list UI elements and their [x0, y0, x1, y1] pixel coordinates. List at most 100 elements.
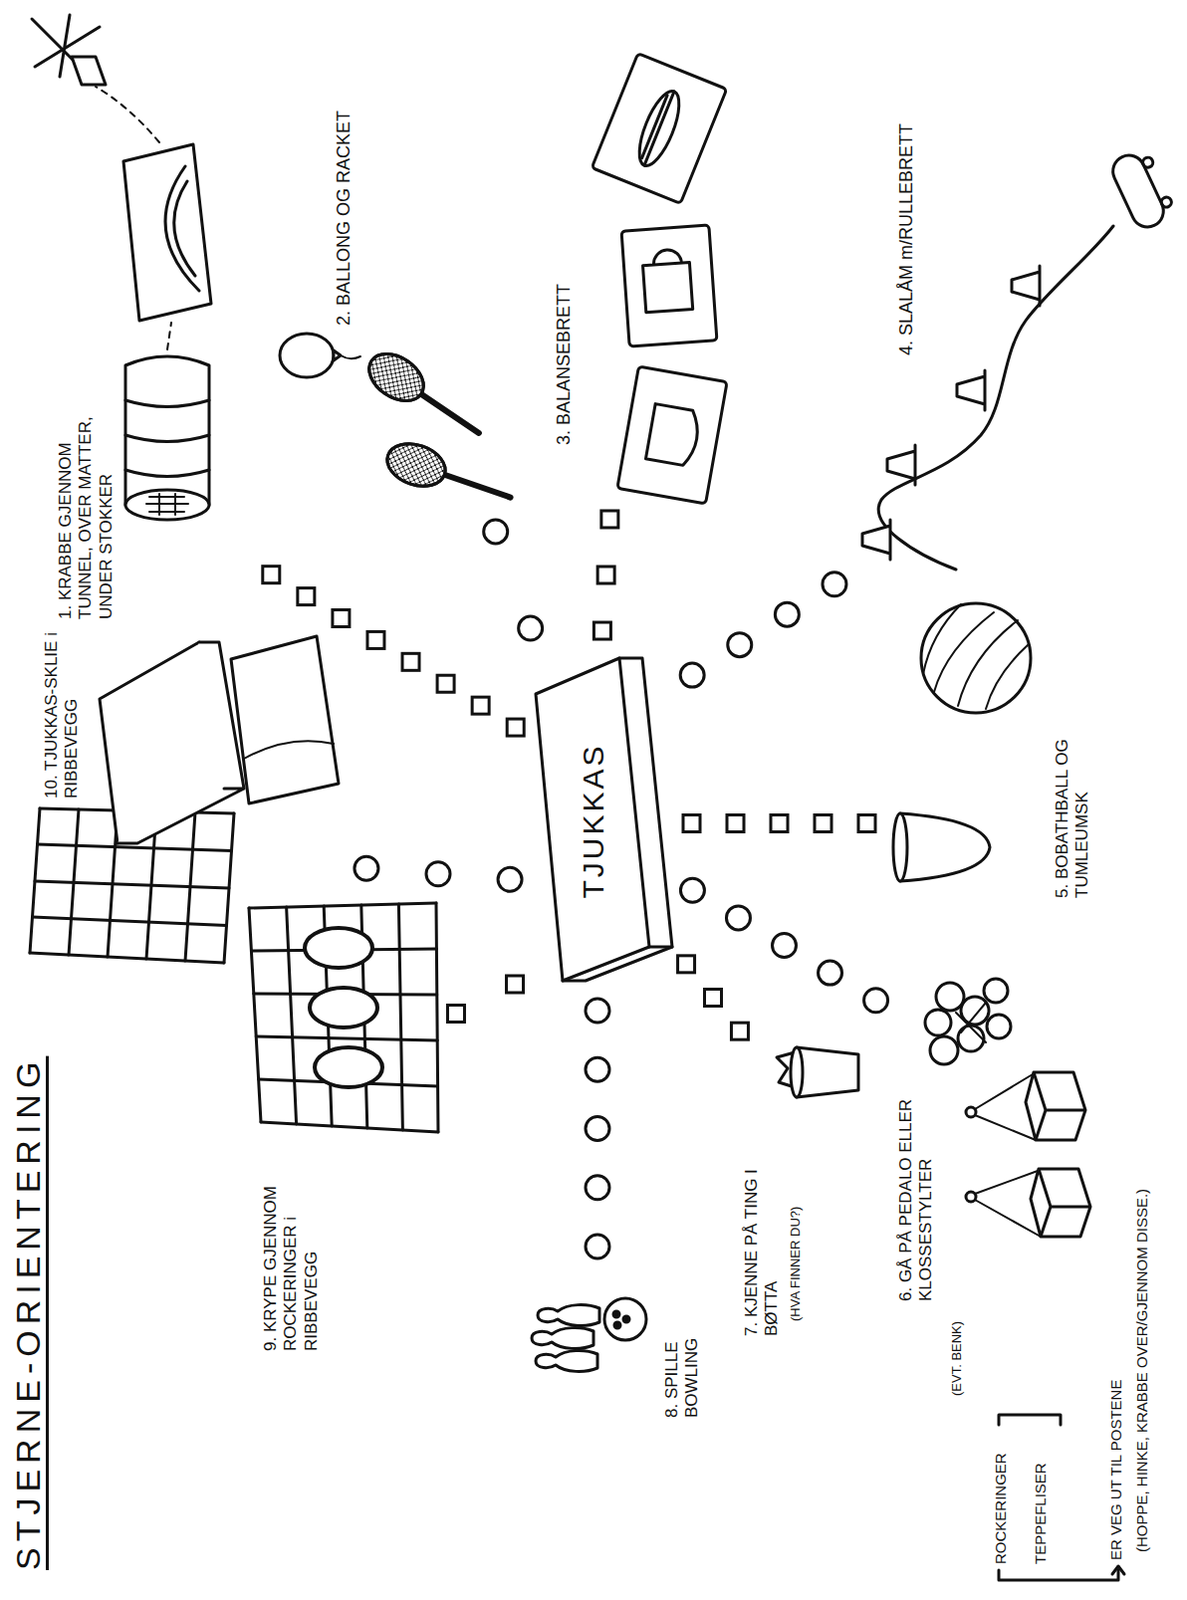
tile-marker	[437, 675, 455, 693]
route-dashes	[95, 86, 172, 350]
hoop-marker	[483, 519, 508, 544]
bucket	[776, 1047, 859, 1098]
station-label: 5. BOBATHBALL OG TUMLEUMSK	[1052, 733, 1094, 899]
trail-connector	[677, 878, 892, 1012]
bucket	[796, 1047, 859, 1098]
bowling-pins	[531, 1305, 600, 1373]
tile-marker	[332, 610, 350, 628]
station-note: (EVT. BENK)	[949, 1296, 965, 1397]
bobath-ball	[923, 604, 1029, 710]
slalom-cone	[887, 445, 916, 485]
station-label: 1. KRABBE GJENNOM TUNNEL, OVER MATTER, U…	[55, 380, 117, 620]
station-node: 7. KJENNE PÅ TING I BØTTA(HVA FINNER DU?…	[741, 1042, 872, 1342]
hoop-marker	[818, 960, 843, 985]
trail-path	[258, 567, 528, 736]
racket-illustration	[381, 436, 452, 493]
station-node: 8. SPILLE BOWLING	[522, 1264, 717, 1426]
pedalo	[955, 1002, 986, 1043]
trail-connector	[483, 514, 543, 646]
mat-label: TJUKKAS	[575, 649, 612, 993]
mat-illustration	[123, 144, 212, 321]
balance-board	[617, 366, 727, 504]
balance-board	[617, 366, 727, 504]
hoop-ring	[304, 928, 373, 968]
hoop-marker	[426, 862, 451, 887]
trail-connector	[258, 566, 528, 736]
wall-bars	[248, 903, 439, 1133]
hoop-ring	[314, 1047, 383, 1088]
station-node: 3. BALANSEBRETT	[547, 46, 747, 505]
balance-board	[621, 225, 717, 347]
tunnel-illustration	[146, 493, 189, 515]
station-node: 1. KRABBE GJENNOM TUNNEL, OVER MATTER, U…	[19, 6, 259, 625]
mat-outline	[562, 947, 673, 981]
tumble-dome	[893, 813, 908, 882]
station-label: 9. KRYPE GJENNOM ROCKERINGER i RIBBEVEGG	[260, 1137, 322, 1352]
station-label: 2. BALLONG OG RACKET	[333, 26, 356, 326]
skateboard	[1107, 146, 1178, 234]
trail-path	[677, 881, 892, 1010]
racket-illustration	[381, 436, 452, 493]
bowling-ball	[604, 1298, 647, 1341]
legend-text: ROCKERINGER	[991, 1424, 1010, 1565]
tile-marker	[730, 1022, 748, 1040]
station-node: 2. BALLONG OG RACKET	[278, 16, 518, 515]
tile-marker	[858, 815, 876, 833]
slide-mat	[99, 636, 339, 844]
tile-marker	[601, 510, 619, 528]
station-label: 6. GÅ PÅ PEDALO ELLER KLOSSESTYLTER	[896, 1072, 938, 1302]
hoop-marker	[354, 856, 379, 881]
trail-connector	[585, 992, 610, 1265]
station-label: 7. KJENNE PÅ TING I BØTTA	[741, 1137, 783, 1337]
trail-connector	[677, 952, 749, 1043]
hoop-marker	[585, 1234, 610, 1259]
bowling-ball	[604, 1298, 647, 1341]
illustration-layer	[29, 14, 1179, 1581]
bobath-ball	[921, 603, 1031, 713]
balloon-illustration	[333, 350, 341, 361]
hoop-marker	[680, 663, 705, 688]
skateboard	[1160, 195, 1174, 209]
hoop-marker	[772, 934, 797, 958]
pedalo	[983, 978, 1008, 1003]
station-node: 6. GÅ PÅ PEDALO ELLER KLOSSESTYLTER (EVT.…	[891, 972, 1096, 1402]
tile-marker	[506, 975, 524, 993]
pedalo	[930, 1036, 958, 1065]
racket-illustration	[421, 394, 479, 434]
balloon-illustration	[340, 355, 361, 359]
mat-outline	[619, 658, 673, 948]
station-node: 9. KRYPE GJENNOM ROCKERINGER i RIBBEVEGG	[238, 903, 444, 1357]
mat-illustration	[165, 166, 200, 291]
balance-board	[642, 248, 694, 313]
bowling-pins	[537, 1305, 600, 1327]
pedalo	[986, 1014, 1011, 1039]
tile-marker	[506, 718, 524, 736]
trail-connector	[677, 815, 882, 833]
pedalo	[936, 982, 964, 1011]
slalom-cone	[862, 265, 1040, 560]
bowling-ball	[613, 1311, 620, 1318]
wall-bars	[248, 903, 439, 1133]
hoop-marker	[725, 906, 750, 931]
racket-illustration	[360, 344, 490, 451]
station-label: 8. SPILLE BOWLING	[662, 1268, 704, 1419]
balance-board	[631, 86, 688, 172]
tile-marker	[262, 566, 280, 584]
tumble-dome	[893, 813, 990, 882]
hoop-marker	[497, 867, 522, 892]
route-dashes	[95, 86, 172, 350]
slide-mat	[243, 740, 334, 759]
mat-illustration	[123, 144, 212, 321]
trail-connector	[348, 856, 528, 892]
station-label: 3. BALANSEBRETT	[553, 206, 576, 446]
tile-marker	[678, 955, 696, 973]
pedalo	[925, 978, 1011, 1065]
trail-connector	[443, 975, 528, 1023]
skateboard	[1107, 150, 1169, 233]
mat-node: TJUKKAS	[527, 645, 678, 993]
tunnel-illustration	[125, 400, 210, 477]
racket-illustration	[381, 436, 517, 516]
wall-bars	[248, 903, 439, 1133]
bowling-ball	[614, 1322, 621, 1329]
